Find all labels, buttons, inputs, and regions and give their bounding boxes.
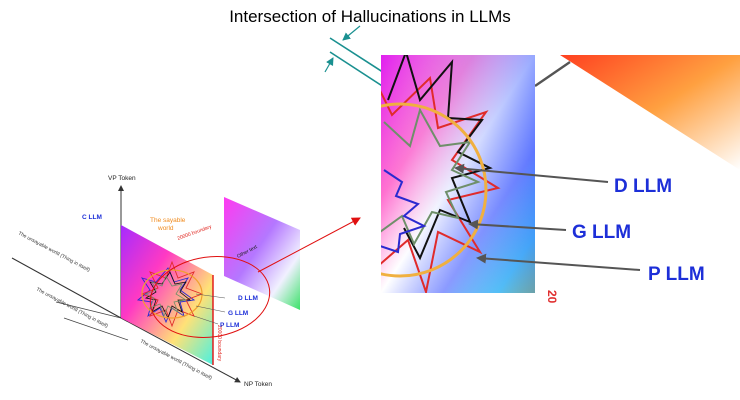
p-llm-pointer [476, 253, 641, 271]
zoom-label-g-llm: G LLM [572, 222, 631, 243]
small-g-star [145, 275, 188, 318]
vp-axis-label: VP Token [108, 175, 136, 182]
d-llm-pointer [454, 163, 609, 183]
small-label-g-llm: G LLM [228, 310, 248, 317]
boundary-label-vertical: 20000 boundary [216, 325, 222, 362]
small-diagram: VP Token NP Token The unsayable world (T… [11, 175, 300, 388]
teal-arrow-1 [342, 25, 361, 41]
teal-arrow-2 [324, 57, 334, 73]
small-label-d-llm: D LLM [238, 295, 258, 302]
zoom-label-d-llm: D LLM [614, 176, 672, 197]
small-label-p-llm: P LLM [220, 322, 239, 329]
zoom-orange-circle [381, 102, 488, 278]
other-plane [224, 197, 300, 310]
zoom-arrow [257, 217, 361, 273]
small-orange-circle [141, 269, 203, 319]
back-diagonal [55, 301, 122, 319]
selection-ellipse [149, 256, 271, 338]
unsayable-label-2: The unsayable world (Thing in itself) [35, 286, 109, 329]
corner-plane [560, 55, 740, 170]
boundary-label: 20000 boundary [177, 224, 213, 242]
zoom-p-star [381, 75, 501, 293]
zoom-g-star [381, 107, 481, 247]
corner-connector [534, 61, 571, 87]
diagram-title: Intersection of Hallucinations in LLMs [229, 7, 511, 26]
sayable-plane [121, 225, 213, 365]
zoom-label-p-llm: P LLM [648, 264, 705, 285]
zoom-edge-text: 20 [545, 290, 559, 304]
zoom-panel: 20 [381, 55, 559, 304]
depth-axis [11, 257, 122, 319]
zoom-c-star [381, 169, 427, 254]
g-llm-pointer [468, 219, 567, 231]
lower-diagonal [63, 317, 129, 341]
zoom-d-star [387, 55, 493, 261]
small-label-c-llm: C LLM [82, 214, 102, 221]
np-axis [120, 317, 241, 383]
small-c-star [136, 267, 196, 324]
np-axis-label: NP Token [244, 381, 272, 388]
